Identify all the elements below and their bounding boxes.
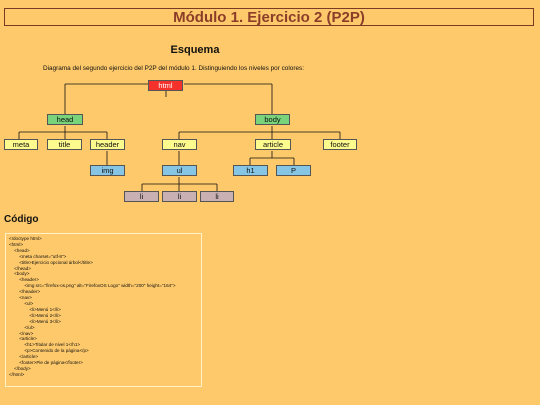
diagram-description: Diagrama del segundo ejercicio del P2P d…	[43, 65, 304, 72]
code-line: </html>	[9, 371, 25, 377]
page-title: Módulo 1. Ejercicio 2 (P2P)	[173, 8, 365, 26]
code-line: <html>	[9, 241, 24, 247]
code-heading: Código	[4, 214, 39, 225]
code-line: <h1>Titular de nivel 1</h1>	[9, 342, 81, 348]
code-line: <body>	[9, 271, 30, 277]
code-line: <li>Menú 1</li>	[9, 306, 61, 312]
code-line: <meta charset="utf-8">	[9, 253, 67, 259]
code-line: <footer>Pie de página</footer>	[9, 360, 83, 366]
code-block: <!doctype html> <html> <head> <meta char…	[5, 233, 202, 387]
code-line: <!doctype html>	[9, 236, 42, 241]
node-li-2: li	[162, 191, 197, 202]
tree-connectors	[18, 83, 341, 191]
code-line: <title>Ejercicio opcional árbol</title>	[9, 259, 93, 265]
code-line: </header>	[9, 289, 41, 295]
code-line: <header>	[9, 277, 39, 283]
node-h1: h1	[233, 165, 268, 176]
node-footer: footer	[323, 139, 357, 150]
code-line: </article>	[9, 354, 39, 360]
code-line: </nav>	[9, 330, 34, 336]
code-line: </ul>	[9, 324, 35, 330]
code-line: <article>	[9, 336, 37, 342]
node-ul: ul	[162, 165, 197, 176]
code-line: <p>Contenido de la página</p>	[9, 348, 89, 354]
node-p: P	[276, 165, 311, 176]
node-img: img	[90, 165, 125, 176]
code-line: <ul>	[9, 300, 34, 306]
node-li-3: li	[200, 191, 234, 202]
code-line: </head>	[9, 265, 31, 271]
node-li-1: li	[124, 191, 159, 202]
node-header: header	[90, 139, 125, 150]
schema-heading: Esquema	[170, 44, 220, 56]
code-line: <head>	[9, 247, 30, 253]
node-title: title	[47, 139, 82, 150]
node-meta: meta	[4, 139, 38, 150]
code-line: <li>Menú 2</li>	[9, 312, 61, 318]
node-body: body	[255, 114, 290, 125]
code-line: <nav>	[9, 295, 32, 301]
code-line: <li>Menú 3</li>	[9, 318, 61, 324]
page-title-bar: Módulo 1. Ejercicio 2 (P2P)	[4, 8, 534, 26]
node-html: html	[148, 80, 183, 91]
node-head: head	[47, 114, 83, 125]
node-article: article	[255, 139, 291, 150]
code-line: </body>	[9, 365, 31, 371]
node-nav: nav	[162, 139, 197, 150]
code-line: <img src="firefox-os.png" alt="FirefoxOS…	[9, 283, 176, 289]
